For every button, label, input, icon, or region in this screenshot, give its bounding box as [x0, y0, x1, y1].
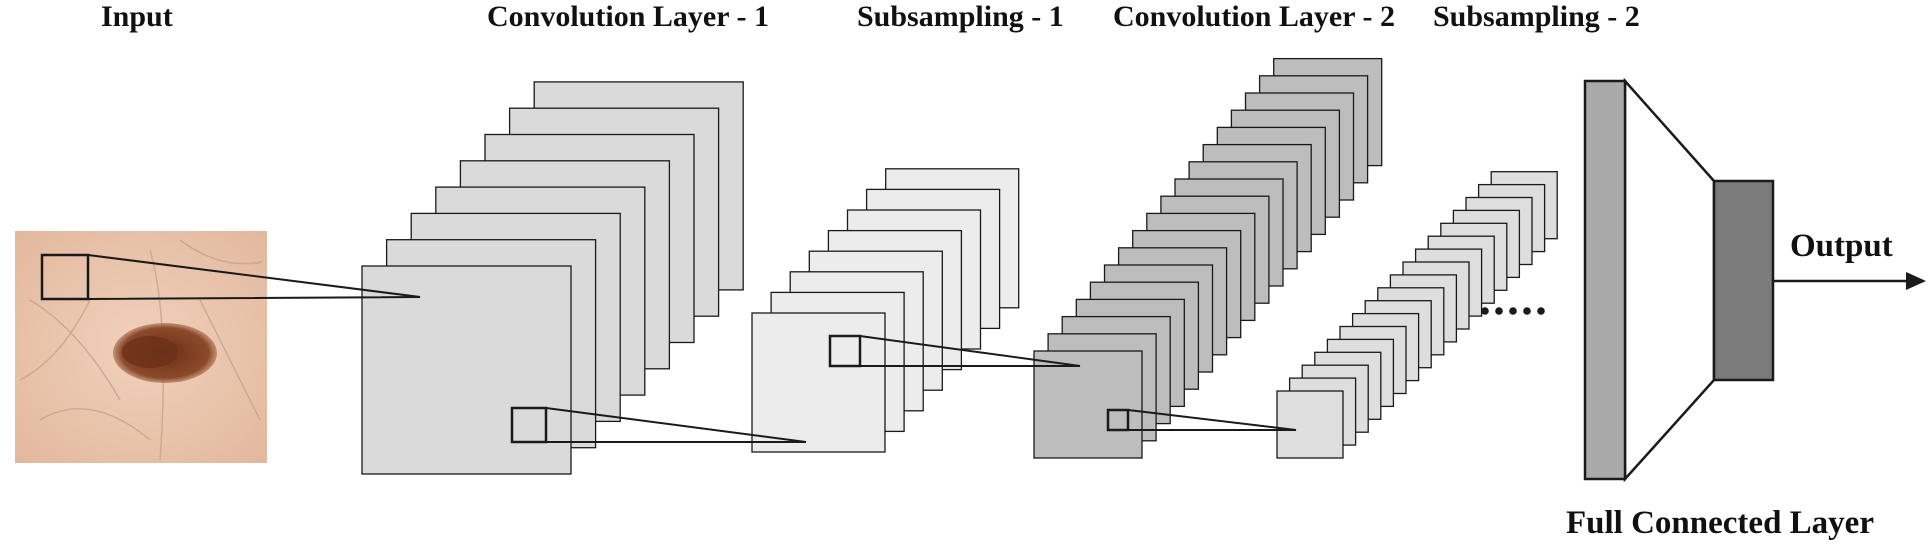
projection-lines [87, 254, 1297, 443]
sub1-feature-map [751, 312, 886, 453]
conv2-feature-map [1033, 350, 1143, 459]
conv1-label: Convolution Layer - 1 [487, 0, 769, 33]
ellipsis-dots [1481, 307, 1545, 315]
conv2-receptive-field [1106, 408, 1130, 432]
input-label: Input [101, 0, 173, 33]
sub1-feature-maps [751, 168, 1020, 453]
sub2-label: Subsampling - 2 [1433, 0, 1640, 33]
input-image [15, 231, 267, 463]
conv2-label: Convolution Layer - 2 [1113, 0, 1395, 33]
fc-wide-layer [1583, 79, 1627, 481]
conv1-receptive-field [510, 406, 548, 444]
fc-label: Full Connected Layer [1566, 505, 1874, 541]
sub1-label: Subsampling - 1 [857, 0, 1064, 33]
conv2-feature-maps [1033, 57, 1383, 459]
fully-connected-layer [1583, 77, 1775, 483]
input-receptive-field [40, 253, 90, 301]
sub2-feature-maps [1276, 171, 1558, 459]
conv1-feature-maps [361, 81, 744, 475]
output-arrow [1773, 272, 1926, 290]
output-label: Output [1790, 228, 1893, 264]
sub2-feature-map [1276, 390, 1344, 459]
sub1-receptive-field [828, 334, 862, 368]
fc-narrow-layer [1712, 179, 1775, 382]
conv1-feature-map [361, 265, 572, 475]
